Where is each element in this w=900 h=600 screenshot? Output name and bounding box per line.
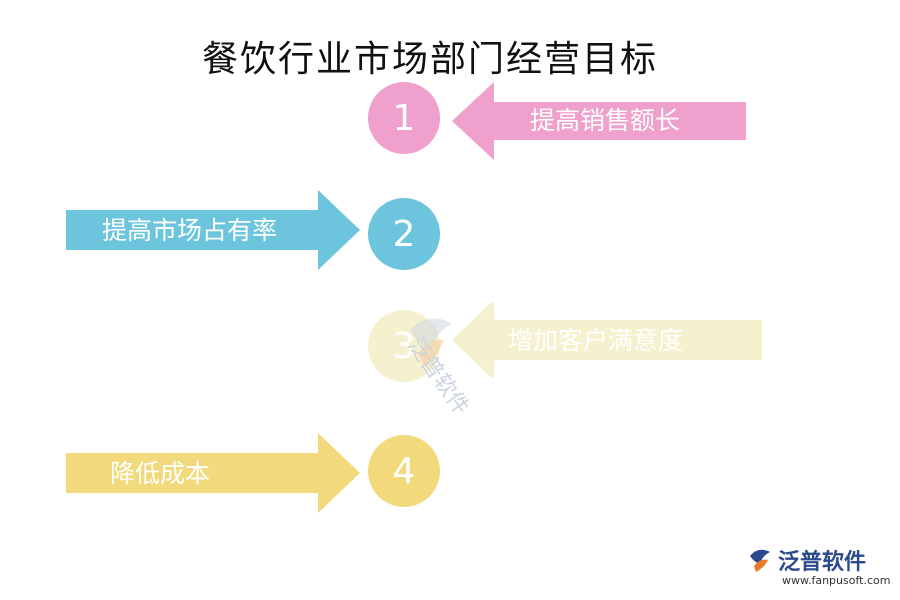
step-1-circle: 1: [368, 82, 440, 154]
step-2-circle: 2: [368, 198, 440, 270]
step-2-label: 提高市场占有率: [102, 216, 278, 245]
step-1-label: 提高销售额长: [530, 106, 681, 135]
step-4-number: 4: [392, 450, 416, 492]
step-1-arrow: 提高销售额长: [452, 82, 746, 160]
step-2-arrow: 提高市场占有率: [66, 190, 360, 270]
logo-name: 泛普软件: [778, 550, 867, 575]
logo-url: www.fanpusoft.com: [782, 574, 891, 587]
step-3-label: 增加客户满意度: [508, 326, 684, 355]
brand-logo: 泛普软件 www.fanpusoft.com: [748, 542, 891, 592]
fanpu-logo-icon: [750, 549, 770, 572]
step-1-number: 1: [392, 97, 416, 139]
step-4-circle: 4: [368, 435, 440, 507]
watermark-icon: [400, 310, 510, 400]
step-3-arrow: 增加客户满意度: [452, 300, 762, 380]
step-4-label: 降低成本: [110, 459, 211, 488]
step-3-number: 3: [392, 325, 416, 367]
step-4-arrow: 降低成本: [66, 433, 360, 513]
step-2-number: 2: [392, 213, 416, 255]
diagram-title: 餐饮行业市场部门经营目标: [201, 39, 658, 80]
